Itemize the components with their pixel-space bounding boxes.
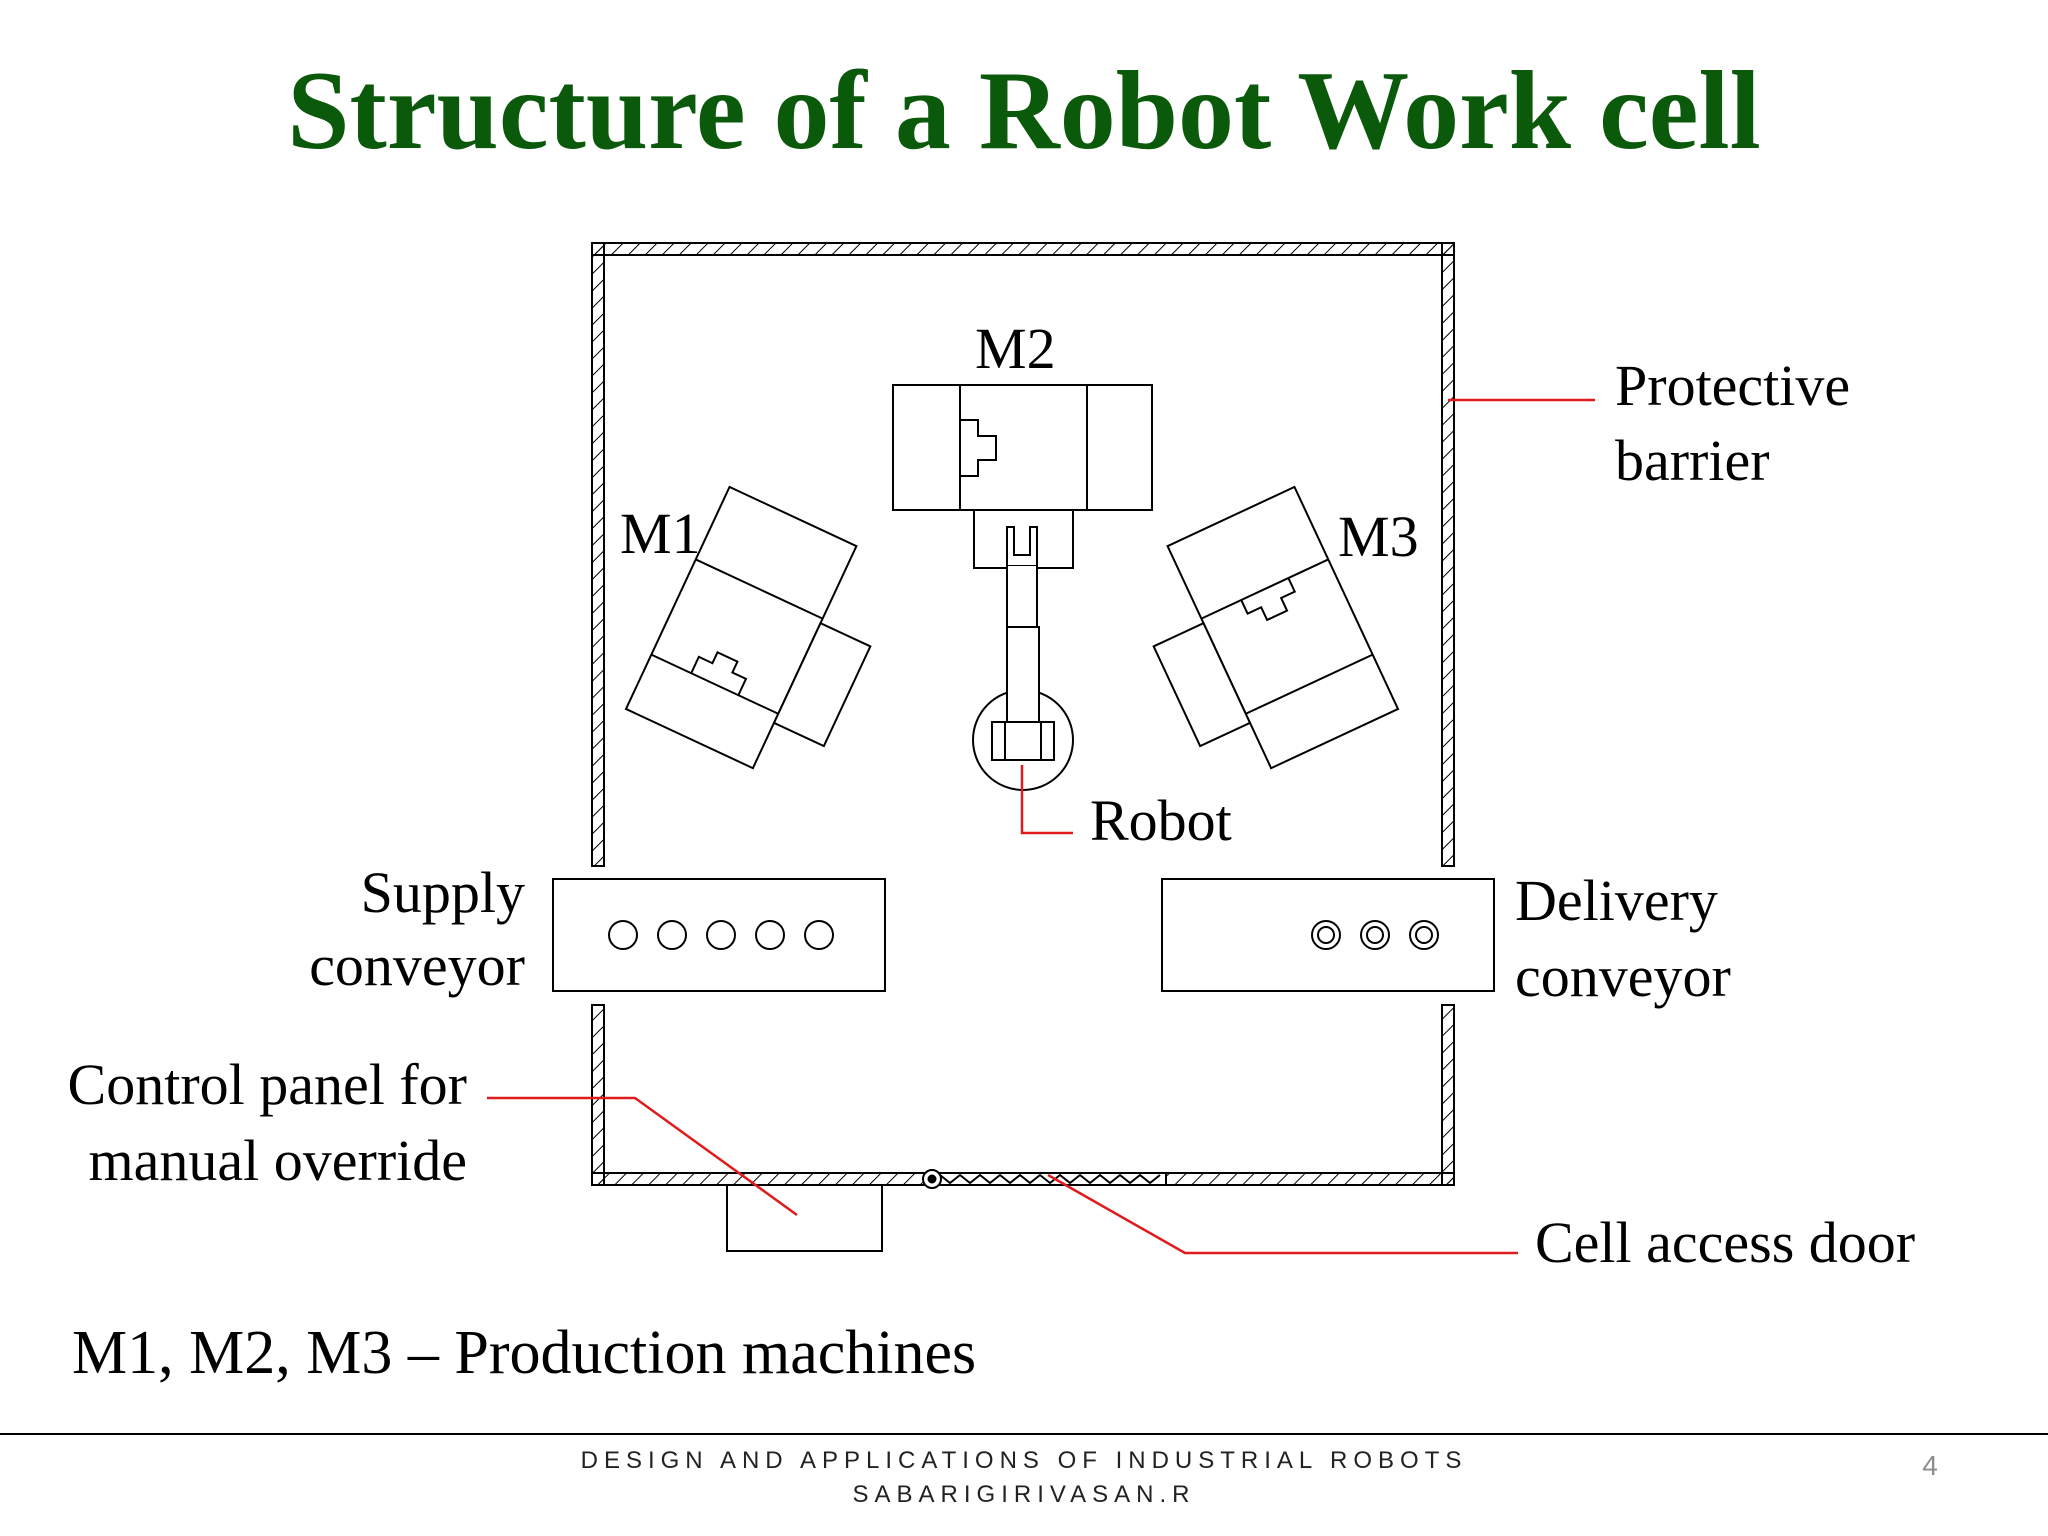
label-m2: M2 [975,316,1056,381]
footer-divider [0,1433,2048,1435]
footer-author: SABARIGIRIVASAN.R [852,1481,1196,1508]
machine-m3 [1152,485,1400,770]
label-delivery-conveyor-line2: conveyor [1515,944,1731,1009]
machine-m1 [624,485,872,770]
label-protective-barrier-line1: Protective [1615,353,1850,418]
label-cell-access-door: Cell access door [1535,1210,1915,1275]
footer-course-title: DESIGN AND APPLICATIONS OF INDUSTRIAL RO… [580,1447,1468,1474]
leader-robot [1020,765,1073,835]
label-supply-conveyor-line2: conveyor [309,933,525,998]
supply-conveyor [552,878,886,992]
label-m3: M3 [1338,504,1419,569]
leader-lines [487,398,1595,1255]
label-delivery-conveyor-line1: Delivery [1515,868,1718,933]
label-m1: M1 [620,501,701,566]
control-panel [726,1184,883,1252]
robot [972,526,1074,791]
leader-cell-access-door [1047,1173,1518,1255]
label-robot: Robot [1090,788,1232,853]
leader-control-panel [487,1096,798,1217]
label-control-panel-line1: Control panel for [68,1052,467,1117]
page-number: 4 [1922,1450,1938,1481]
machine-m2 [892,384,1153,569]
cell-access-door [922,1169,1166,1189]
legend-production-machines: M1, M2, M3 – Production machines [72,1319,977,1387]
delivery-conveyor [1161,878,1495,992]
label-supply-conveyor-line1: Supply [361,860,525,925]
label-control-panel-line2: manual override [89,1128,467,1193]
slide-title: Structure of a Robot Work cell [287,49,1761,173]
label-protective-barrier-line2: barrier [1615,428,1770,493]
